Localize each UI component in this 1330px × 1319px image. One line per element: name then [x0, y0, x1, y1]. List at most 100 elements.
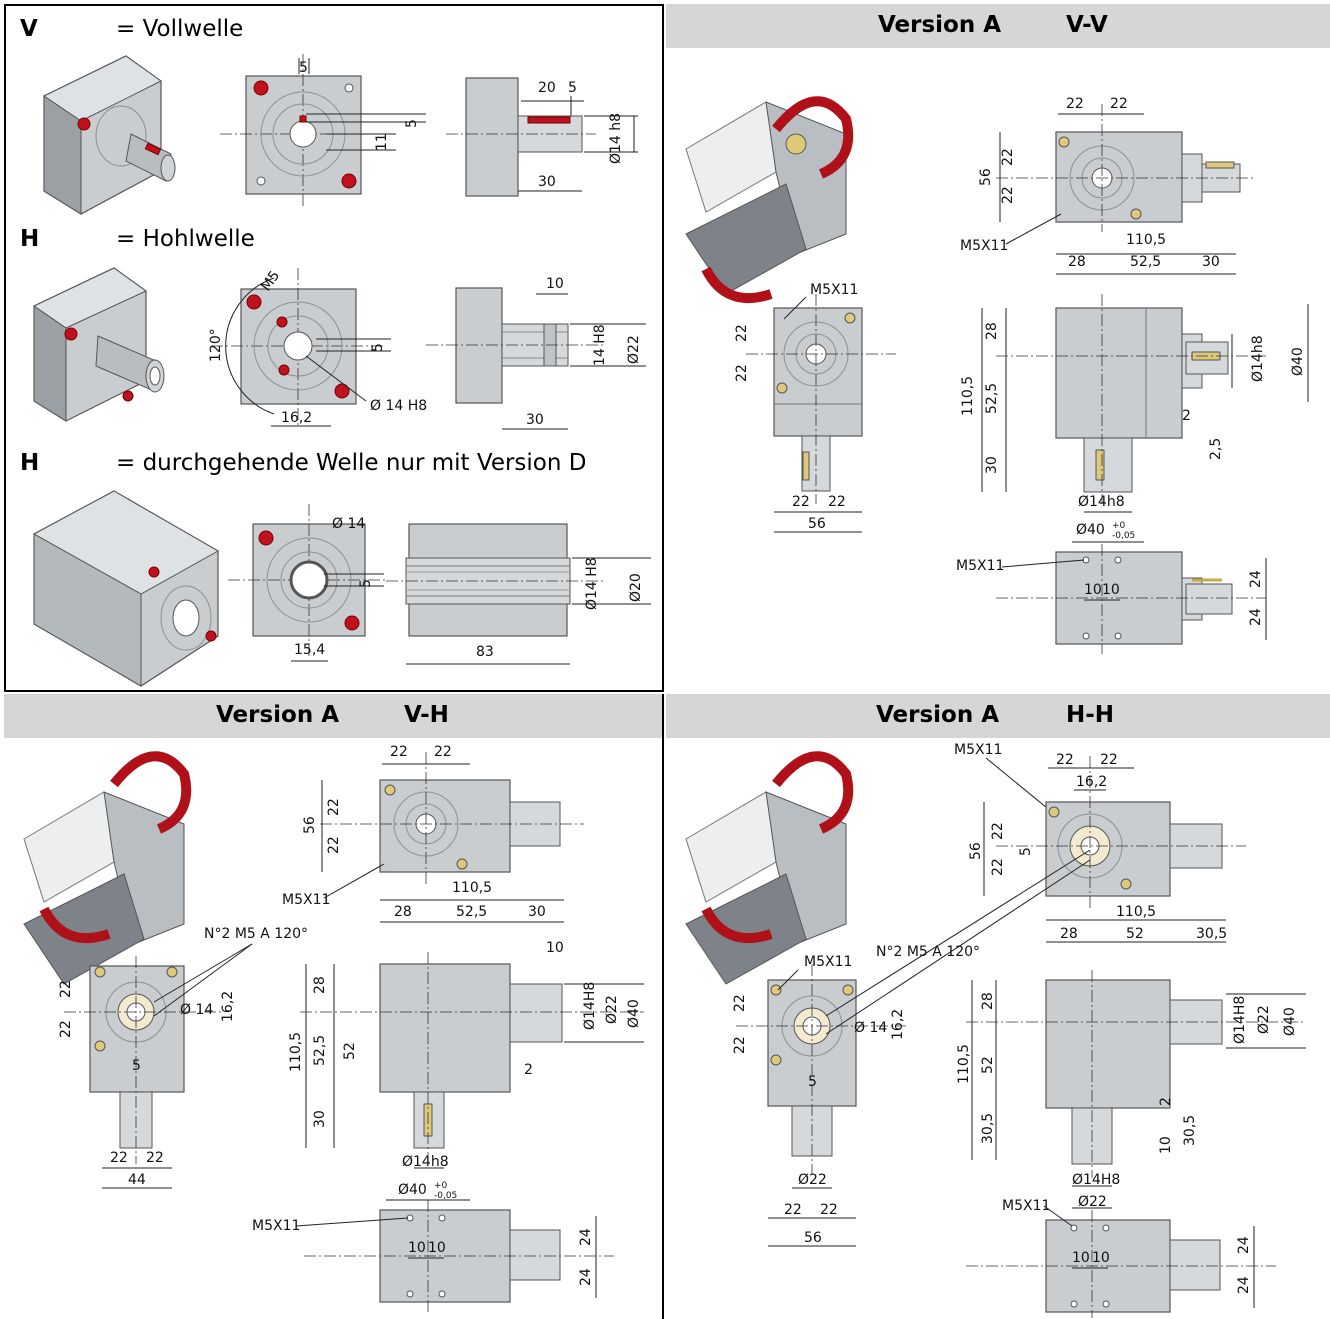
dim-label: 22	[1110, 96, 1128, 112]
dim-label: 52	[342, 1042, 358, 1060]
hh-front-view: M5X11 N°2 M5 A 120° 22 22 Ø 14 16,2 5 Ø2…	[732, 849, 1091, 1247]
dim-label: 5	[370, 343, 386, 352]
dim-label: 5	[1018, 847, 1034, 856]
hh-bottom-view: M5X11 10 10 24 24	[966, 1198, 1276, 1318]
dim-label: 28	[1060, 926, 1078, 942]
dim-label: 22	[1066, 96, 1084, 112]
dim-label: Ø14h8	[1078, 494, 1125, 510]
vh-top-view: 22 22 56 22 22 M5X11 110,5 28 52,5 30	[282, 744, 584, 923]
dim-label: 24	[1236, 1276, 1252, 1294]
dim-label: 16,2	[890, 1009, 906, 1040]
dim-label: 22	[1056, 752, 1074, 768]
dim-label: 22	[732, 1036, 748, 1054]
version-a-hh-panel: Version A H-H M5X11 22 22 16,2 56 22	[666, 694, 1330, 1319]
panel-header: Version A V-H	[4, 694, 662, 738]
dim-label: 52,5	[984, 383, 1000, 414]
code-label: V-V	[1066, 12, 1108, 38]
dim-label: M5X11	[282, 892, 330, 908]
dim-label: Ø40	[1282, 1007, 1298, 1036]
dim-label: 56	[804, 1230, 822, 1246]
legend-hohlwelle: H= Hohlwelle	[20, 226, 255, 252]
hh-top-view: M5X11 22 22 16,2 56 22 22 5 110,5 28 52 …	[954, 742, 1246, 943]
dim-label: 24	[1236, 1236, 1252, 1254]
dim-label: 56	[808, 516, 826, 532]
dim-label: 120°	[208, 328, 224, 362]
legend-vollwelle: V= Vollwelle	[20, 16, 244, 42]
panel-header: Version A H-H	[666, 694, 1330, 738]
hollow-shaft-side-view: 10 30 14 H8 Ø22	[426, 276, 646, 430]
dim-label: 56	[978, 168, 994, 186]
dim-label: 5	[568, 80, 577, 96]
dim-label: -0,05	[1112, 531, 1135, 541]
dim-label: 30	[312, 1110, 328, 1128]
through-shaft-front-view: Ø 14 5 15,4	[228, 504, 386, 662]
vh-bottom-view: M5X11 10 10 24 24	[252, 1200, 614, 1312]
dim-label: 10	[1102, 582, 1120, 598]
dim-label: Ø14h8	[402, 1154, 449, 1170]
vv-iso-drawing	[685, 96, 854, 304]
dim-label: 52,5	[312, 1035, 328, 1066]
dim-label: 16,2	[281, 410, 312, 426]
vh-side-view: 28 52,5 52 110,5 30 10 2 Ø14H8 Ø22 Ø40 Ø…	[288, 940, 644, 1201]
legend-drawings: 5 5 11 20 5 30 Ø14 h8	[32, 54, 651, 687]
dim-label: 5	[404, 119, 420, 128]
hollow-shaft-front-view: 120° M5 5 16,2 Ø 14 H8	[208, 268, 427, 427]
dim-label: Ø20	[628, 573, 644, 602]
dim-label: Ø40	[398, 1182, 427, 1198]
hh-drawings: M5X11 22 22 16,2 56 22 22 5 110,5 28 52 …	[685, 742, 1306, 1318]
dim-label: 44	[128, 1172, 146, 1188]
dim-label: Ø40	[1076, 522, 1105, 538]
dim-label: 10	[428, 1240, 446, 1256]
vv-side-view: 28 52,5 110,5 30 2 2,5 Ø14h8 Ø40 Ø14h8 Ø…	[960, 294, 1309, 543]
dim-label: Ø 14	[854, 1020, 887, 1036]
dim-label: 83	[476, 644, 494, 660]
dim-label: 11	[374, 133, 390, 151]
dim-label: 2	[1182, 408, 1191, 424]
dim-label: 28	[1068, 254, 1086, 270]
solid-shaft-iso-drawing	[43, 55, 176, 215]
dim-label: Ø22	[1256, 1005, 1272, 1034]
dim-label: 52,5	[1130, 254, 1161, 270]
dim-label: 22	[734, 324, 750, 342]
dim-label: 22	[732, 994, 748, 1012]
dim-label: 10	[1158, 1136, 1174, 1154]
panel-header: Version A V-V	[666, 4, 1330, 48]
dim-label: 10	[546, 276, 564, 292]
version-a-vh-panel: Version A V-H 22 22 56 22 22 M5X11	[4, 694, 664, 1319]
dim-label: 16,2	[1076, 774, 1107, 790]
dim-label: 110,5	[1116, 904, 1156, 920]
dim-label: 30	[528, 904, 546, 920]
dim-label: Ø 14	[332, 516, 365, 532]
dim-label: 22	[58, 1020, 74, 1038]
dim-label: 22	[1100, 752, 1118, 768]
dim-label: 52	[1126, 926, 1144, 942]
dim-label: 24	[1248, 570, 1264, 588]
dim-label: Ø22	[604, 995, 620, 1024]
dim-label: 30,5	[1182, 1115, 1198, 1146]
dim-label: Ø14 h8	[608, 113, 624, 164]
hollow-shaft-iso-drawing	[33, 267, 165, 422]
dim-label: 10	[1092, 1250, 1110, 1266]
version-label: Version A	[876, 702, 1000, 728]
dim-label: 22	[828, 494, 846, 510]
dim-label: 22	[434, 744, 452, 760]
dim-label: 110,5	[956, 1044, 972, 1084]
dim-label: 16,2	[220, 991, 236, 1022]
dim-label: Ø14 H8	[584, 557, 600, 610]
dim-label: 30	[1202, 254, 1220, 270]
solid-shaft-side-view: 20 5 30 Ø14 h8	[446, 77, 638, 197]
vv-drawings: 22 22 56 22 22 M5X11 110,5 28 52,5 30 M5…	[685, 96, 1309, 654]
dim-label: Ø14H8	[1232, 996, 1248, 1044]
dim-label: 30,5	[980, 1113, 996, 1144]
dim-label: 110,5	[452, 880, 492, 896]
dim-label: 24	[1248, 608, 1264, 626]
solid-shaft-front-view: 5 5 11	[220, 54, 426, 206]
dim-label: 22	[820, 1202, 838, 1218]
vv-front-view: M5X11 22 22 22 22 56	[734, 282, 896, 533]
dim-label: 56	[302, 816, 318, 834]
dim-label: 28	[980, 992, 996, 1010]
dim-label: 2	[524, 1062, 533, 1078]
vh-drawings: 22 22 56 22 22 M5X11 110,5 28 52,5 30 N°…	[23, 744, 644, 1312]
dim-label: 110,5	[960, 376, 976, 416]
dim-label: 110,5	[1126, 232, 1166, 248]
